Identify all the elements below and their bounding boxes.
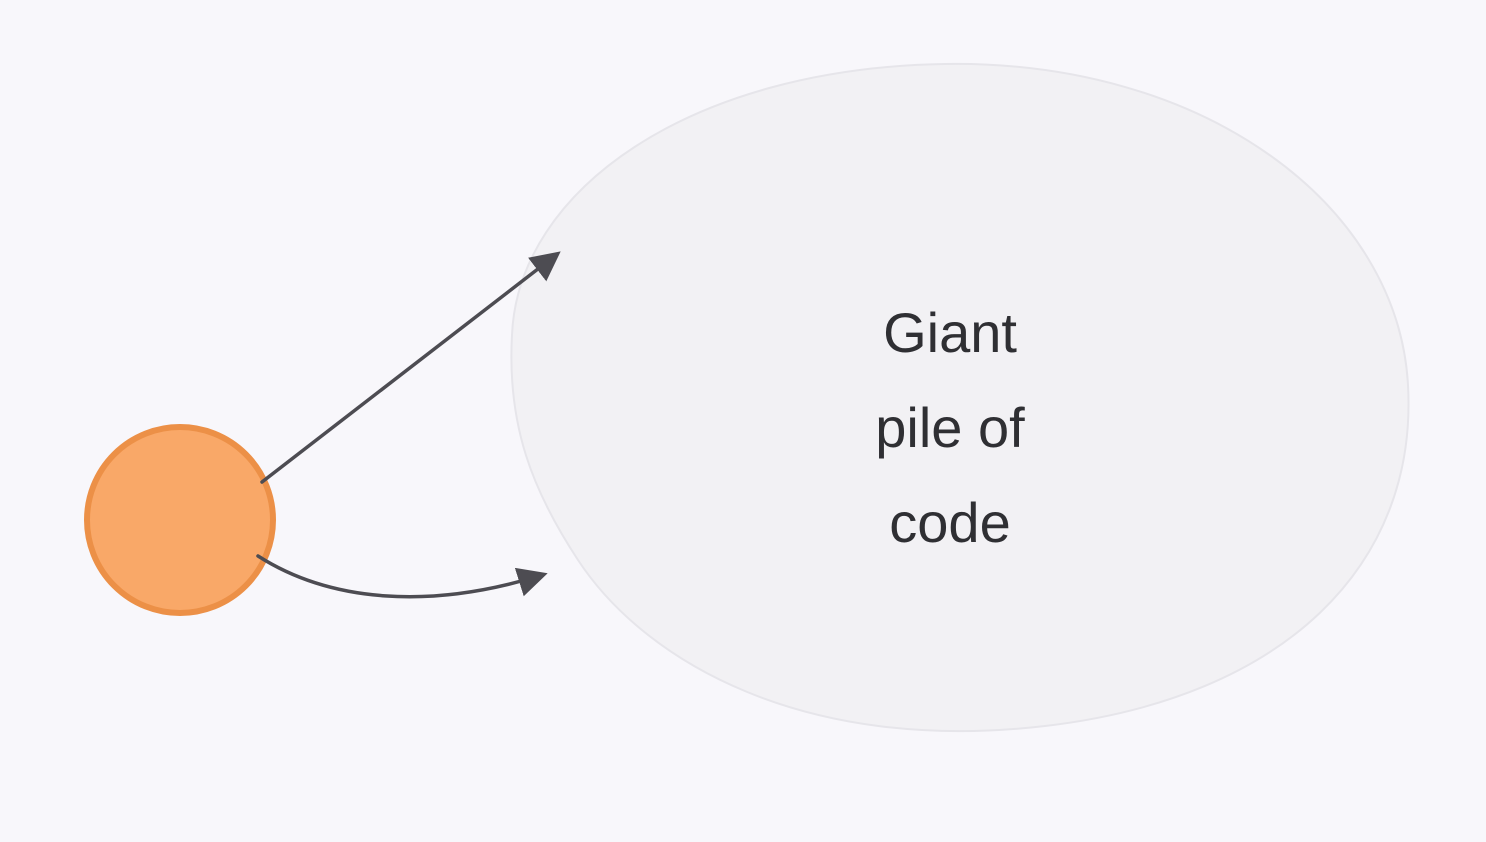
code-pile-blob [510, 62, 1410, 733]
blob-label-line-2: pile of [875, 396, 1025, 459]
arrow-to-code-lower [256, 554, 548, 599]
arrow-to-code-upper [260, 251, 561, 484]
blob-label-line-1: Giant [883, 301, 1017, 364]
blob-label-line-3: code [889, 491, 1010, 554]
orange-node [84, 424, 276, 616]
